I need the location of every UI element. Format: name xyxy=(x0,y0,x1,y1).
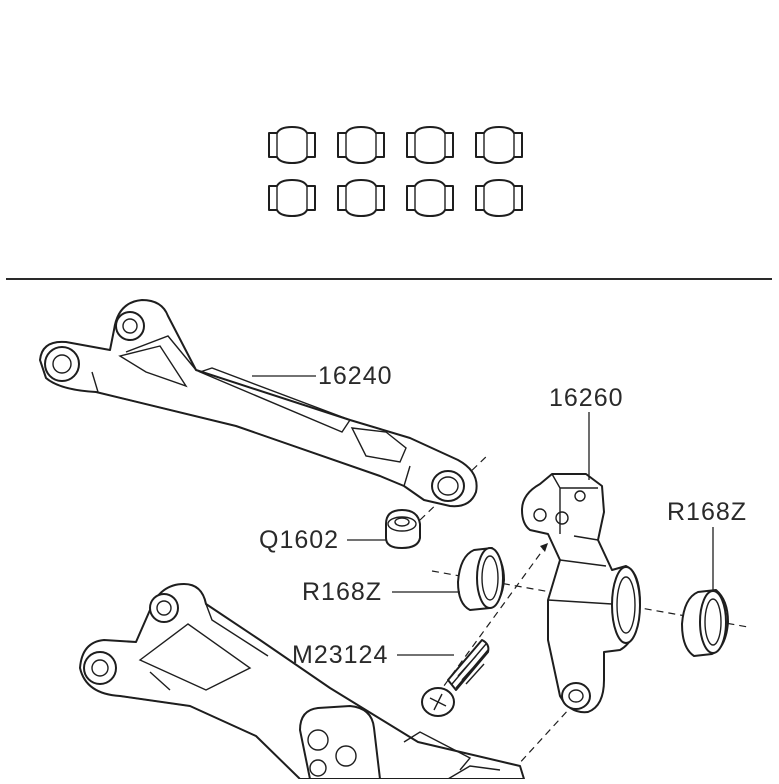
pivot-ball-icon xyxy=(475,179,523,217)
pivot-ball-icon xyxy=(337,179,385,217)
pivot-ball-icon-set xyxy=(268,126,523,217)
pivot-ball-icon xyxy=(406,126,454,164)
callout-r168z-left: R168Z xyxy=(302,578,383,606)
screw-part-m23124 xyxy=(421,639,490,717)
pivot-axis-line xyxy=(419,454,489,521)
callout-16240: 16240 xyxy=(318,362,393,390)
bearing-part-right-r168z xyxy=(681,589,729,657)
callout-r168z-right: R168Z xyxy=(667,498,748,526)
axis-arrow-head xyxy=(540,543,548,552)
pivot-ball-icon xyxy=(268,126,316,164)
pivot-ball-icon xyxy=(337,126,385,164)
pivot-ball-icon xyxy=(268,179,316,217)
screw-axis-line xyxy=(429,542,549,706)
bearing-part-left-r168z xyxy=(457,547,505,611)
callout-m23124: M23124 xyxy=(292,641,389,669)
upper-arm-part-16240 xyxy=(39,299,478,508)
pivot-ball-part-q1602 xyxy=(385,509,421,549)
knuckle-part-16260 xyxy=(521,473,641,714)
pivot-ball-icon xyxy=(406,179,454,217)
lower-arm-part xyxy=(79,583,525,780)
callout-q1602: Q1602 xyxy=(259,526,340,554)
pivot-ball-icon xyxy=(475,126,523,164)
callout-16260: 16260 xyxy=(549,384,624,412)
